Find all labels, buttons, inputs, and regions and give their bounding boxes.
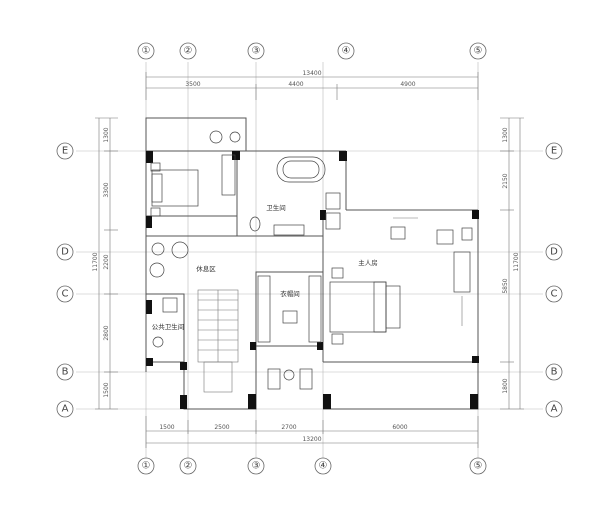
toilet-icon (249, 216, 261, 232)
bubble-bottom-4: ④ (319, 461, 328, 472)
dim-left-seg-4: 2800 (103, 325, 110, 340)
dim-bottom-seg-3: 2700 (281, 424, 296, 431)
dim-left-seg-1: 1300 (103, 127, 110, 142)
dim-left-total: 11700 (92, 252, 99, 271)
dim-right-seg-2: 2150 (502, 173, 509, 188)
walls (145, 117, 479, 410)
grid-bubbles-left: E D C B A (56, 142, 74, 418)
bubble-bottom-1: ① (142, 461, 151, 472)
dim-top-seg-2: 4400 (288, 81, 303, 88)
label-cloakroom: 衣帽间 (280, 289, 300, 298)
label-bathroom: 卫生间 (266, 203, 286, 212)
bubble-right-e: E (551, 146, 557, 157)
bubble-left-a: A (62, 404, 69, 415)
bubble-top-5: ⑤ (474, 46, 483, 57)
bubble-bottom-2: ② (184, 461, 193, 472)
dim-top-seg-1: 3500 (185, 81, 200, 88)
bubble-left-b: B (62, 367, 69, 378)
dim-left-seg-2: 3300 (103, 182, 110, 197)
bubble-right-d: D (550, 247, 558, 258)
grid-bubbles-bottom: ① ② ③ ④ ⑤ (137, 457, 487, 475)
dim-bottom-seg-2: 2500 (214, 424, 229, 431)
dim-left-seg-5: 1500 (103, 382, 110, 397)
bubble-right-c: C (551, 289, 558, 300)
dimension-right: 1300 2150 5850 1800 11700 (500, 117, 524, 410)
bubble-top-4: ④ (342, 46, 351, 57)
dimension-left: 11700 1300 3300 2200 2800 1500 (92, 117, 118, 410)
dim-top-seg-3: 4900 (400, 81, 415, 88)
dimension-top: 13400 3500 4400 4900 (145, 70, 479, 100)
dim-bottom-seg-1: 1500 (159, 424, 174, 431)
furniture (149, 130, 473, 390)
bubble-top-1: ① (142, 46, 151, 57)
bubble-left-d: D (61, 247, 69, 258)
label-public-bathroom: 公共卫生间 (152, 322, 185, 331)
bubble-bottom-5: ⑤ (474, 461, 483, 472)
bubble-right-a: A (551, 404, 558, 415)
dim-left-seg-3: 2200 (103, 254, 110, 269)
dim-top-total: 13400 (302, 70, 321, 77)
dim-right-seg-3: 5850 (502, 278, 509, 293)
bubble-top-3: ③ (252, 46, 261, 57)
room-labels: 卫生间 休息区 主人房 衣帽间 公共卫生间 (152, 203, 378, 331)
dim-bottom-seg-4: 6000 (392, 424, 407, 431)
bubble-right-b: B (551, 367, 558, 378)
bubble-bottom-3: ③ (252, 461, 261, 472)
label-master-bedroom: 主人房 (358, 258, 378, 267)
master-bed-icon (329, 281, 387, 333)
bubble-top-2: ② (184, 46, 193, 57)
label-lounge: 休息区 (196, 264, 216, 273)
grid-bubbles-top: ① ② ③ ④ ⑤ (137, 42, 487, 60)
columns (146, 151, 479, 409)
dim-bottom-total: 13200 (302, 436, 321, 443)
grid-bubbles-right: E D C B A (545, 142, 563, 418)
dim-right-seg-1: 1300 (502, 127, 509, 142)
dimension-bottom: 1500 2500 2700 6000 13200 (145, 416, 479, 448)
dim-right-total: 11700 (513, 252, 520, 271)
bubble-left-c: C (62, 289, 69, 300)
dim-right-seg-4: 1800 (502, 378, 509, 393)
bed-icon (151, 169, 199, 207)
bubble-left-e: E (62, 146, 68, 157)
bathtub-icon (276, 156, 326, 183)
